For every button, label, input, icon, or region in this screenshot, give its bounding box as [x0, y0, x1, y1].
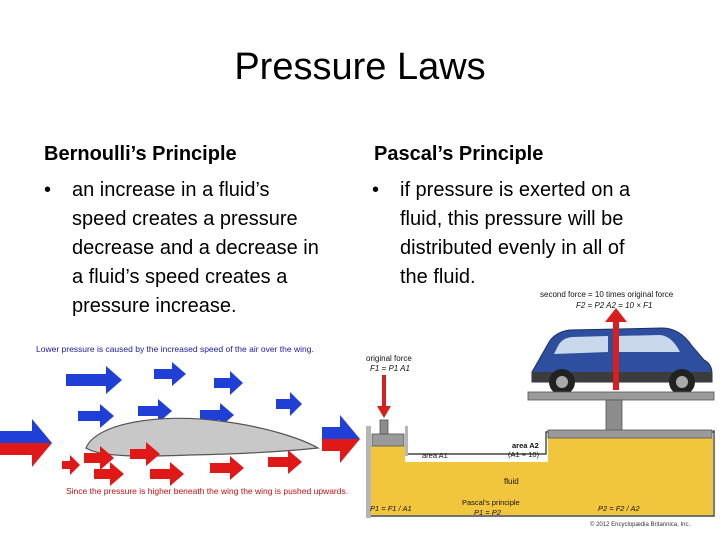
pascal-heading: Pascal’s Principle — [374, 143, 544, 165]
pascal-bullet-text: if pressure is exerted on a fluid, this … — [400, 179, 631, 288]
bullet-marker: • — [372, 179, 380, 201]
original-force-label: original force — [366, 354, 412, 363]
slow-air-arrows — [62, 442, 302, 486]
wing-figure: Lower pressure is caused by the increase… — [0, 344, 360, 496]
large-piston-head — [547, 429, 713, 439]
large-piston-platform — [527, 391, 715, 401]
air-arrow-icon — [138, 399, 172, 423]
original-force-formula: F1 = P1 A1 — [370, 364, 410, 373]
pascal-principle-label: Pascal's principle — [462, 498, 520, 507]
car-icon — [531, 327, 713, 395]
incoming-air-arrow — [0, 419, 52, 467]
air-arrow-icon — [62, 455, 80, 475]
air-arrow-icon — [94, 462, 124, 486]
large-piston-rod — [605, 399, 623, 433]
second-force-arrow — [605, 308, 627, 390]
second-force-formula: F2 = P2 A2 = 10 × F1 — [576, 301, 652, 310]
air-arrow-icon — [154, 362, 186, 386]
air-arrow-icon — [78, 404, 114, 428]
small-piston — [371, 433, 405, 447]
bernoulli-heading: Bernoulli’s Principle — [44, 143, 237, 165]
area-large-detail: (A1 × 10) — [508, 450, 540, 459]
second-force-label: second force = 10 times original force — [540, 290, 674, 299]
air-arrow-icon — [84, 446, 114, 470]
area-large-label: area A2 — [512, 441, 539, 450]
air-arrow-icon — [66, 366, 122, 394]
wing-airfoil — [85, 417, 320, 457]
bernoulli-bullet-text: an increase in a fluid’s speed creates a… — [72, 179, 319, 317]
air-arrow-icon — [150, 462, 184, 486]
bullet-marker: • — [44, 179, 52, 201]
pascal-figure: second force = 10 times original force F… — [366, 290, 715, 528]
fluid-label: fluid — [504, 477, 519, 486]
slide-title: Pressure Laws — [234, 46, 486, 88]
area-small-label: area A1 — [422, 451, 448, 460]
hydraulic-vessel — [366, 419, 715, 518]
wing-caption-bottom: Since the pressure is higher beneath the… — [66, 486, 348, 496]
copyright-label: © 2012 Encyclopædia Britannica, Inc. — [590, 521, 690, 528]
p2-formula: P2 = F2 / A2 — [598, 504, 640, 513]
pressure-equality: P1 = P2 — [474, 508, 502, 517]
wing-caption-top: Lower pressure is caused by the increase… — [36, 344, 314, 354]
air-arrow-icon — [130, 442, 160, 466]
air-arrow-icon — [210, 456, 244, 480]
p1-formula: P1 = F1 / A1 — [370, 504, 412, 513]
fluid — [371, 438, 713, 515]
outgoing-air-arrow — [322, 415, 360, 463]
air-arrow-icon — [276, 392, 302, 416]
air-arrow-icon — [268, 450, 302, 474]
original-force-arrow — [377, 375, 391, 418]
air-arrow-icon — [214, 371, 243, 395]
fast-air-arrows — [66, 362, 302, 428]
air-arrow-icon — [200, 403, 234, 427]
